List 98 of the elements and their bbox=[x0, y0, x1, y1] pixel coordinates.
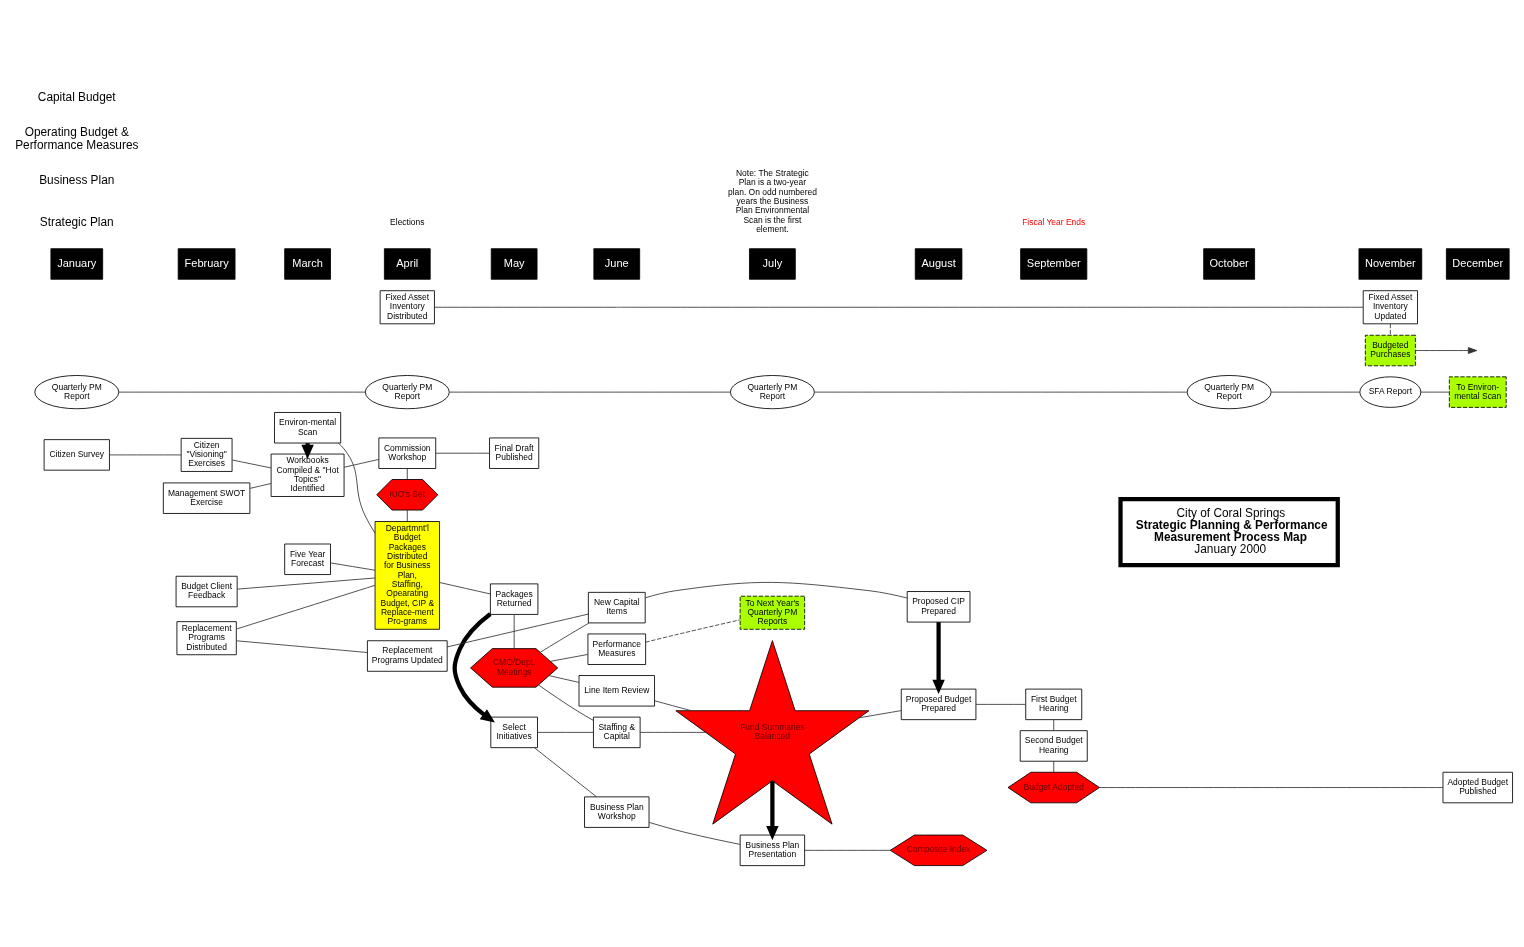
connector bbox=[550, 653, 589, 662]
connector bbox=[513, 613, 515, 649]
connector bbox=[639, 731, 706, 733]
node-box: Environ-mental Scan bbox=[274, 411, 342, 443]
node-box: Budget Client Feedback bbox=[175, 575, 238, 607]
node-box: Management SWOT Exercise bbox=[162, 482, 251, 514]
connector bbox=[236, 577, 376, 590]
node-ellipse: Quarterly PM Report bbox=[729, 374, 815, 409]
label: January bbox=[57, 256, 97, 269]
label: October bbox=[1209, 256, 1249, 269]
label: February bbox=[184, 256, 229, 269]
node-box: Fixed Asset Inventory Distributed bbox=[379, 289, 435, 324]
node-box: Departmnt'l Budget Packages Distributed for Business Plan, Staffing, Opearating Budget, CIP & Replace-ment Pro-grams bbox=[374, 520, 440, 630]
connector bbox=[337, 442, 376, 534]
node-box: Budgeted Purchases bbox=[1364, 334, 1416, 366]
connector bbox=[235, 639, 368, 653]
arrow bbox=[1415, 346, 1478, 354]
connector bbox=[1389, 323, 1391, 335]
connector bbox=[446, 613, 589, 647]
node-box: To Next Year's Quarterly PM Reports bbox=[739, 595, 806, 630]
connector bbox=[406, 467, 408, 480]
connector bbox=[109, 454, 182, 455]
connector bbox=[406, 509, 408, 522]
node-box: Five Year Forecast bbox=[284, 543, 331, 575]
connector bbox=[814, 391, 1188, 393]
label: Elections bbox=[390, 216, 425, 227]
node-ellipse: Quarterly PM Report bbox=[1186, 374, 1272, 409]
connector bbox=[644, 581, 908, 598]
node-box: Replacement Programs Updated bbox=[367, 639, 448, 672]
node-box: Commission Workshop bbox=[378, 437, 437, 469]
node-box: City of Coral Springs Strategic Planning & Performance Measurement Process Map January 2000 bbox=[1118, 496, 1340, 567]
node-box: Proposed Budget Prepared bbox=[900, 688, 977, 720]
label: Fiscal Year Ends bbox=[1022, 216, 1086, 227]
connector bbox=[538, 684, 594, 721]
connector bbox=[654, 699, 692, 711]
node-box: Adopted Budget Published bbox=[1442, 771, 1513, 803]
label: Note: The Strategic Plan is a two-year plan. On odd numbered years the Business Plan Environmental Scan is the first element. bbox=[727, 167, 817, 234]
connector bbox=[534, 746, 597, 797]
arrow bbox=[452, 611, 495, 722]
node-ellipse: Quarterly PM Report bbox=[34, 374, 120, 409]
arrow bbox=[932, 621, 945, 694]
connector bbox=[434, 306, 1364, 308]
node-box: Final Draft Published bbox=[489, 437, 540, 469]
connector bbox=[435, 452, 490, 454]
node-box: Line Item Review bbox=[578, 674, 655, 706]
arrow bbox=[766, 780, 779, 840]
node-ellipse: Quarterly PM Report bbox=[364, 374, 450, 409]
node-box: Replacement Programs Distributed bbox=[176, 620, 237, 655]
label: April bbox=[396, 256, 419, 269]
node-ellipse: SFA Report bbox=[1359, 375, 1422, 408]
connector bbox=[231, 459, 272, 468]
connector bbox=[975, 703, 1026, 705]
label: November bbox=[1364, 256, 1416, 269]
node-box: To Environ-mental Scan bbox=[1448, 375, 1507, 408]
node-box: Fixed Asset Inventory Updated bbox=[1362, 289, 1418, 324]
node-box: Packages Returned bbox=[489, 582, 539, 615]
label: Strategic Plan bbox=[39, 214, 114, 229]
connector bbox=[537, 731, 594, 733]
connector bbox=[1098, 786, 1444, 788]
connector bbox=[1271, 391, 1361, 393]
label: Operating Budget & Performance Measures bbox=[15, 124, 139, 152]
label: September bbox=[1026, 256, 1081, 269]
label: June bbox=[604, 256, 629, 269]
label: August bbox=[921, 256, 956, 269]
node-box: Select Initiatives bbox=[490, 716, 538, 748]
node-box: Workbooks Compiled & "Hot Topics" Identified bbox=[270, 453, 345, 497]
connector bbox=[235, 584, 376, 629]
node-box: First Budget Hearing bbox=[1025, 688, 1083, 720]
label: December bbox=[1452, 256, 1504, 269]
connector bbox=[439, 581, 491, 594]
label: Capital Budget bbox=[37, 89, 116, 104]
connector bbox=[330, 562, 376, 571]
label: Business Plan bbox=[39, 172, 115, 187]
connector bbox=[1420, 391, 1450, 393]
connector bbox=[449, 391, 731, 393]
label: July bbox=[762, 256, 783, 269]
node-box: Staffing & Capital bbox=[593, 716, 641, 748]
node-box: Business Plan Presentation bbox=[739, 834, 806, 866]
label: May bbox=[503, 256, 525, 269]
connector bbox=[343, 458, 380, 468]
connector bbox=[645, 618, 741, 643]
node-box: New Capital Items bbox=[587, 591, 646, 623]
connector bbox=[858, 709, 902, 718]
node-box: Proposed CIP Prepared bbox=[906, 590, 971, 622]
label: March bbox=[292, 256, 323, 269]
connector bbox=[648, 821, 741, 845]
connector bbox=[548, 674, 580, 683]
node-box: Citizen Survey bbox=[43, 438, 110, 471]
connector bbox=[249, 482, 272, 489]
node-box: Citizen "Visioning" Exercises bbox=[180, 437, 233, 472]
connector bbox=[1053, 718, 1055, 731]
node-box: Second Budget Hearing bbox=[1019, 729, 1088, 762]
node-box: Business Plan Workshop bbox=[584, 795, 650, 828]
connector bbox=[1053, 760, 1055, 772]
node-box: Performance Measures bbox=[587, 633, 647, 665]
connector bbox=[540, 622, 590, 653]
connector bbox=[804, 849, 891, 851]
connector bbox=[118, 391, 366, 393]
